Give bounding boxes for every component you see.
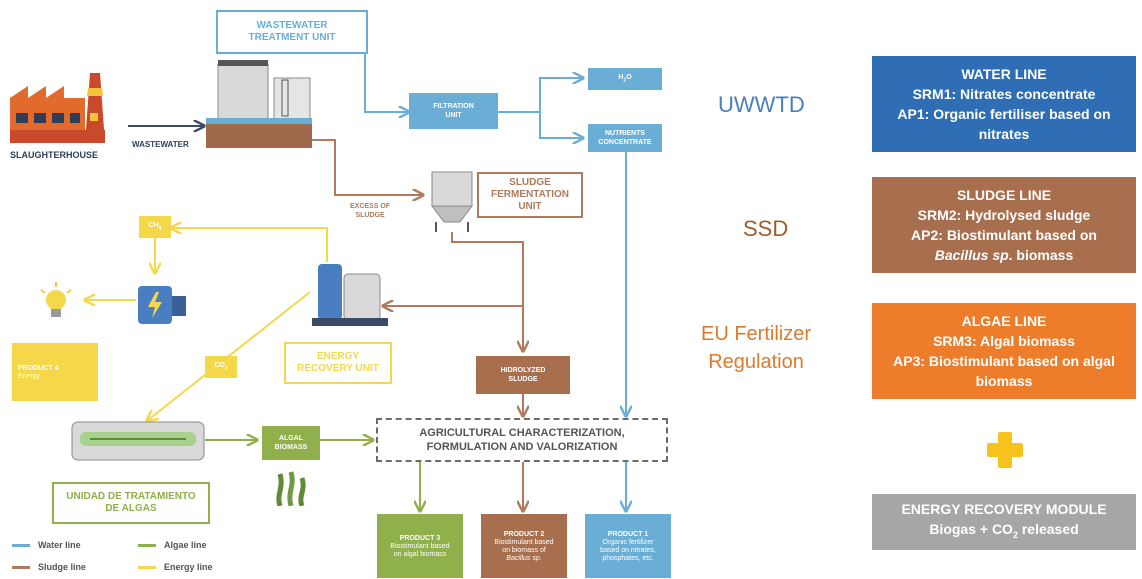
legend-swatch xyxy=(138,543,156,547)
biogas-tanks-icon xyxy=(312,264,388,326)
sludge-card-rest: . biomass xyxy=(1008,247,1074,263)
algal-biomass-box: ALGAL BIOMASS xyxy=(262,426,320,460)
nutrients-box: NUTRIENTS CONCENTRATE xyxy=(588,124,662,152)
legend-label: Water line xyxy=(38,540,81,550)
energy-recovery-box: ENERGY RECOVERY UNIT xyxy=(284,342,392,384)
h2o-o: O xyxy=(626,73,632,81)
wastewater-label: WASTEWATER xyxy=(132,140,189,149)
legend-algae: Algae line xyxy=(138,540,207,550)
energy-card-text-end: released xyxy=(1017,521,1079,538)
product3-title: PRODUCT 3 xyxy=(399,534,441,542)
product4-box: PRODUCT 4 Energy xyxy=(12,343,98,401)
sludge-card-ap: AP2: Biostimulant based on xyxy=(911,227,1097,243)
sludge-fermentation-box: SLUDGE FERMENTATION UNIT xyxy=(477,172,583,218)
legend-label: Sludge line xyxy=(38,562,87,572)
product2-italic: Bacillus sp. xyxy=(506,554,542,562)
h2o-box: H2O xyxy=(588,68,662,90)
legend-water: Water line xyxy=(12,540,81,550)
treatment-tank-icon xyxy=(206,60,312,148)
legend-sludge: Sludge line xyxy=(12,562,86,572)
legend-swatch xyxy=(12,543,30,547)
water-card-ap-cont: nitrates xyxy=(978,126,1030,142)
treatment-unit-box: WASTEWATER TREATMENT UNIT xyxy=(216,10,368,54)
product1-box: PRODUCT 1 Organic fertilizer based on ni… xyxy=(585,514,671,578)
algae-raceway-icon xyxy=(71,421,205,461)
ch4-text: CH xyxy=(148,221,159,229)
sludge-card-italic: Bacillus sp xyxy=(934,247,1009,263)
water-card-title: WATER LINE xyxy=(961,66,1047,82)
eu-line2: Regulation xyxy=(708,351,804,373)
plus-icon xyxy=(987,432,1023,468)
agri-box: AGRICULTURAL CHARACTERIZATION, FORMULATI… xyxy=(376,418,668,462)
product4-title: PRODUCT 4 xyxy=(18,364,59,372)
water-card-srm: SRM1: Nitrates concentrate xyxy=(912,86,1096,102)
energy-card-text: Biogas + CO xyxy=(929,521,1013,538)
energy-recovery-card: ENERGY RECOVERY MODULE Biogas + CO2 rele… xyxy=(872,494,1136,550)
eu-line1: EU Fertilizer xyxy=(700,323,811,345)
algae-card-srm: SRM3: Algal biomass xyxy=(933,333,1075,349)
product2-sub: Biostimulant based on biomass of xyxy=(494,538,554,554)
co2-box: CO2 xyxy=(205,356,237,378)
algae-line-card: ALGAE LINE SRM3: Algal biomass AP3: Bios… xyxy=(872,303,1136,399)
generator-icon xyxy=(138,286,186,324)
product4-sub: Energy xyxy=(18,372,41,380)
legend-swatch xyxy=(12,565,30,569)
sludge-card-title: SLUDGE LINE xyxy=(956,187,1052,203)
h2o-h: H xyxy=(618,73,624,81)
legend-label: Energy line xyxy=(164,562,213,572)
water-line-card: WATER LINE SRM1: Nitrates concentrate AP… xyxy=(872,56,1136,152)
product2-title: PRODUCT 2 xyxy=(503,530,545,538)
slaughterhouse-label: SLAUGHTERHOUSE xyxy=(10,150,99,160)
excess-sludge-label: EXCESS OF SLUDGE xyxy=(350,203,391,219)
hydrolyzed-sludge-box: HIDROLYZED SLUDGE xyxy=(476,356,570,394)
legend-swatch xyxy=(138,565,156,569)
factory-icon xyxy=(10,73,105,143)
algae-card-ap-cont: biomass xyxy=(975,373,1033,389)
sludge-card-ap-cont: Bacillus sp. biomass xyxy=(935,245,1074,265)
co2-text: CO xyxy=(214,361,225,369)
water-card-ap: AP1: Organic fertiliser based on xyxy=(897,106,1111,122)
energy-card-sub2: 2 xyxy=(1012,529,1018,540)
product1-title: PRODUCT 1 xyxy=(607,530,649,538)
energy-card-sub: Biogas + CO2 released xyxy=(929,519,1078,545)
fermentation-tank-icon xyxy=(431,171,473,232)
ssd-label: SSD xyxy=(743,216,789,241)
product1-sub: Organic fertilizer based on nitrates, ph… xyxy=(600,538,656,562)
product2-box: PRODUCT 2 Biostimulant based on biomass … xyxy=(481,514,567,578)
product3-sub: Biostimulant based on algal biomass xyxy=(390,542,450,558)
product3-box: PRODUCT 3 Biostimulant based on algal bi… xyxy=(377,514,463,578)
ch4-box: CH4 xyxy=(139,216,171,238)
uwwtd-label: UWWTD xyxy=(718,92,805,117)
sludge-line-card: SLUDGE LINE SRM2: Hydrolysed sludge AP2:… xyxy=(872,177,1136,273)
h2o-sub: 2 xyxy=(623,77,627,84)
legend-label: Algae line xyxy=(164,540,207,550)
algae-card-title: ALGAE LINE xyxy=(961,313,1047,329)
ch4-sub: 4 xyxy=(158,225,162,232)
energy-card-title: ENERGY RECOVERY MODULE xyxy=(901,501,1107,518)
filtration-unit-box: FILTRATION UNIT xyxy=(409,93,498,129)
algae-card-ap: AP3: Biostimulant based on algal xyxy=(893,353,1115,369)
eu-fertilizer-label: EU Fertilizer Regulation xyxy=(696,320,816,376)
algae-unit-box: UNIDAD DE TRATAMIENTO DE ALGAS xyxy=(52,482,210,524)
lightbulb-icon xyxy=(40,282,72,317)
co2-sub: 2 xyxy=(224,365,228,372)
seaweed-icon xyxy=(276,471,306,506)
sludge-card-srm: SRM2: Hydrolysed sludge xyxy=(917,207,1091,223)
legend-energy: Energy line xyxy=(138,562,213,572)
